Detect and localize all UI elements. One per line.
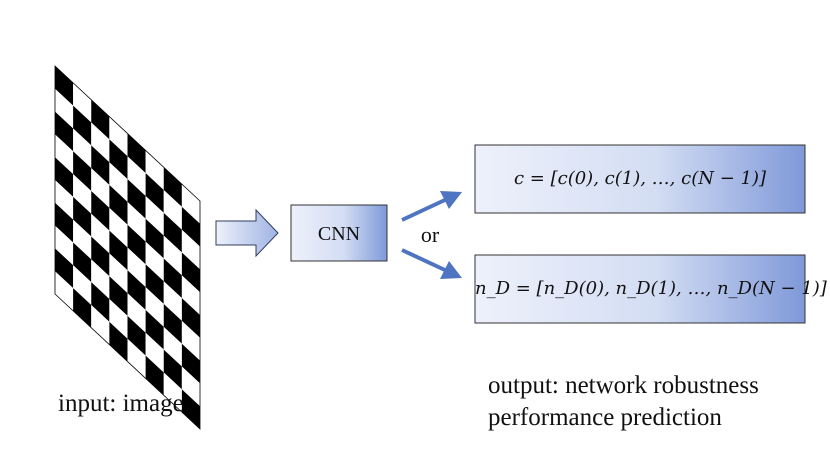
checker-cell — [109, 299, 128, 339]
checker-cell — [55, 66, 74, 106]
checker-cell — [181, 298, 200, 338]
checker-cell — [181, 366, 200, 407]
checker-cell — [127, 293, 146, 333]
checker-cell — [163, 190, 182, 230]
checker-cell — [73, 105, 92, 146]
checker-cell — [55, 180, 74, 220]
checker-cell — [163, 235, 182, 276]
output-c-box — [474, 144, 806, 214]
checker-cell — [73, 174, 92, 214]
cnn-label: CNN — [318, 223, 360, 245]
output-nd-box — [474, 254, 806, 324]
checker-cell — [91, 145, 110, 186]
checker-cell — [91, 259, 110, 300]
checker-cell — [55, 134, 74, 175]
output-c-formula: c = [c(0), c(1), …, c(N − 1)] — [514, 168, 766, 189]
checker-cell — [55, 271, 74, 311]
checker-cell — [55, 202, 74, 243]
checker-cell — [145, 218, 164, 259]
input-caption: input: image — [58, 390, 184, 417]
cnn-box — [290, 204, 388, 262]
checker-cell — [181, 389, 200, 429]
checker-cell — [163, 167, 182, 207]
checker-cell — [127, 156, 146, 196]
checker-cell — [163, 349, 182, 390]
output-nd-formula: n_D = [n_D(0), n_D(1), …, n_D(N − 1)] — [475, 278, 827, 299]
arrow-to-nd — [401, 248, 462, 279]
checker-cell — [181, 206, 200, 247]
input-checkerboard-image — [54, 65, 201, 430]
checker-cell — [91, 236, 110, 277]
checker-cell — [145, 332, 164, 373]
checker-cell — [163, 212, 182, 253]
checker-cell — [127, 179, 146, 219]
checker-cell — [91, 190, 110, 231]
checker-cell — [91, 122, 110, 163]
checker-cell — [73, 242, 92, 283]
checker-cell — [109, 253, 128, 294]
checker-cell — [109, 207, 128, 248]
checker-cell — [91, 213, 110, 254]
checker-cell — [163, 258, 182, 299]
checker-cell — [73, 82, 92, 123]
checker-cell — [181, 184, 200, 224]
checker-cell — [181, 229, 200, 270]
checker-cell — [145, 309, 164, 350]
checker-cell — [109, 185, 128, 225]
checker-cell — [163, 326, 182, 367]
checker-cell — [127, 247, 146, 288]
checker-cell — [145, 264, 164, 305]
checker-cell — [127, 338, 146, 379]
checker-cell — [91, 168, 110, 208]
checker-cell — [145, 287, 164, 327]
checker-cell — [163, 281, 182, 321]
checker-cell — [73, 196, 92, 237]
checker-cell — [127, 315, 146, 356]
checker-cell — [145, 241, 164, 282]
checker-cell — [73, 151, 92, 191]
output-caption-line1: output: network robustness — [488, 372, 759, 399]
checker-cell — [55, 248, 74, 289]
checker-cell — [55, 88, 74, 129]
checker-cell — [127, 133, 146, 174]
checker-cell — [109, 139, 128, 180]
checker-cell — [109, 116, 128, 157]
checker-cell — [55, 157, 74, 197]
checker-cell — [55, 225, 74, 266]
checker-cell — [127, 201, 146, 242]
checker-cell — [55, 111, 74, 152]
arrow-to-c — [401, 191, 462, 222]
checker-cell — [181, 320, 200, 361]
checker-cell — [145, 150, 164, 191]
checker-cell — [91, 99, 110, 140]
output-caption-line2: performance prediction — [488, 404, 722, 431]
checker-cell — [73, 219, 92, 260]
checker-cell — [73, 288, 92, 328]
checker-cell — [91, 304, 110, 345]
checker-cell — [73, 128, 92, 169]
checker-cell — [91, 282, 110, 322]
checker-cell — [127, 270, 146, 310]
checker-cell — [145, 195, 164, 236]
checker-cell — [73, 265, 92, 305]
checker-cell — [181, 275, 200, 315]
input-to-cnn-arrow — [215, 208, 279, 258]
checker-cell — [181, 252, 200, 293]
checker-cell — [109, 321, 128, 362]
checkerboard-border — [54, 65, 201, 430]
checker-cell — [109, 276, 128, 316]
checker-cell — [145, 173, 164, 213]
or-label: or — [421, 222, 440, 247]
checker-cell — [109, 230, 128, 271]
checker-cell — [181, 343, 200, 384]
checker-cell — [163, 372, 182, 413]
checker-cell — [127, 224, 146, 265]
checker-cell — [145, 355, 164, 396]
checker-cell — [109, 162, 128, 202]
checker-cell — [163, 304, 182, 344]
